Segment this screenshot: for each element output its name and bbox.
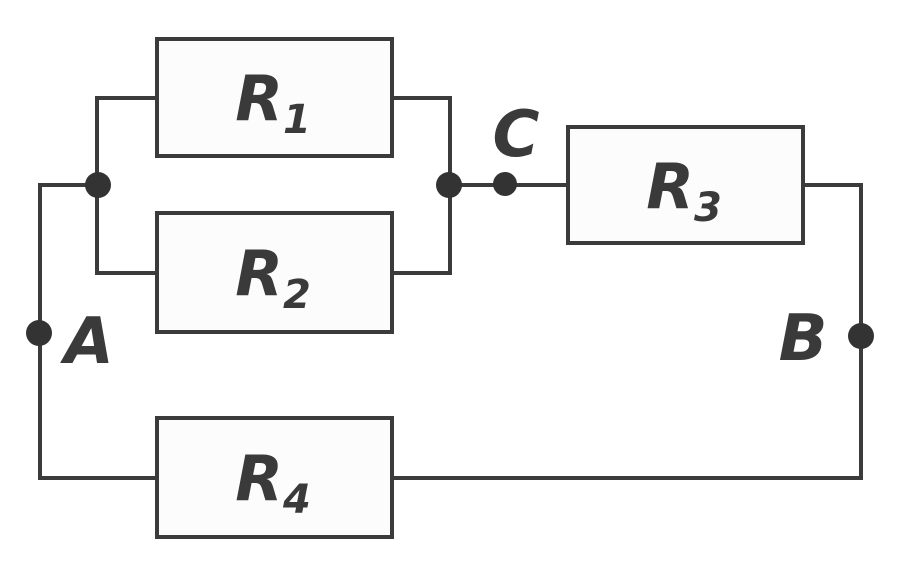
- junction-dot-left: [85, 172, 111, 198]
- node-b-dot: [848, 323, 874, 349]
- resistor-r4-box: [155, 416, 394, 539]
- resistor-r4-label: R4: [235, 442, 311, 523]
- resistor-r4-subscript: 4: [282, 477, 311, 523]
- node-b-label: B: [779, 302, 828, 376]
- resistor-r3: R3: [566, 125, 805, 245]
- resistor-r1-label: R1: [235, 62, 311, 143]
- resistor-r3-label: R3: [646, 150, 722, 231]
- resistor-r2-subscript: 2: [283, 272, 311, 318]
- resistor-r1: R1: [155, 37, 394, 158]
- node-a-dot: [26, 320, 52, 346]
- junction-dot-right: [436, 172, 462, 198]
- resistor-r3-box: [566, 125, 805, 245]
- resistor-r2-box: [155, 211, 394, 334]
- resistor-r1-subscript: 1: [283, 97, 311, 143]
- wire-r3-to-terminal-b: [801, 183, 863, 480]
- node-c-label: C: [493, 98, 540, 172]
- resistor-r4: R4: [155, 416, 394, 539]
- resistor-r2-label: R2: [235, 237, 311, 318]
- resistor-r1-box: [155, 37, 394, 158]
- resistor-r2: R2: [155, 211, 394, 334]
- node-c-dot: [493, 172, 517, 196]
- node-a-label: A: [59, 305, 114, 379]
- resistor-r3-subscript: 3: [694, 185, 722, 231]
